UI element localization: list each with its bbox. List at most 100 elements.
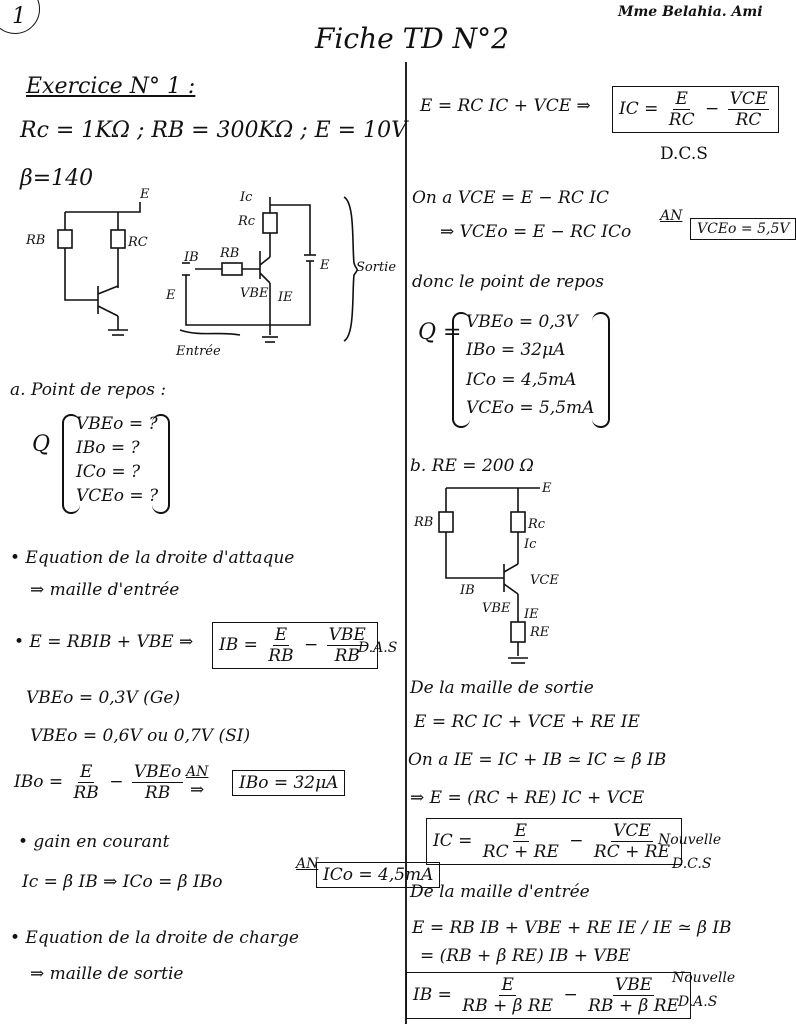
ib2-d1: RB + β RE	[462, 996, 554, 1016]
fig3-rc-label: Rc	[527, 517, 546, 532]
ic2-n2: VCE	[611, 821, 653, 842]
ib2-lhs: IB =	[413, 985, 452, 1005]
ib-d1: RB	[268, 646, 294, 666]
ib2-minus: −	[563, 985, 578, 1005]
fig2-entree-label: Entrée	[175, 344, 221, 359]
section-a-title: a. Point de repos :	[10, 380, 167, 400]
fig2-e-in-label: E	[165, 288, 176, 303]
given-values: Rc = 1KΩ ; RB = 300KΩ ; E = 10V	[20, 118, 407, 143]
vbe-ge: VBEo = 0,3V (Ge)	[26, 688, 181, 708]
q-unknown-vbe: VBEo = ?	[76, 414, 158, 434]
gain-an: AN	[296, 856, 319, 872]
q-brace-right-close	[592, 312, 610, 428]
fig2-ic-label: Ic	[239, 190, 253, 205]
ic2-lhs: IC =	[433, 831, 473, 851]
ib-lhs: IB =	[219, 635, 258, 655]
ib-n2: VBE	[326, 625, 368, 646]
ico-result-box: ICo = 4,5mA	[316, 862, 441, 888]
ic-lhs: IC =	[619, 99, 659, 119]
ibo-arrow: ⇒	[190, 780, 205, 800]
nouvelle-dcs-1: Nouvelle	[658, 832, 722, 848]
fig3-ic-label: Ic	[523, 537, 537, 552]
ic2-n1: E	[512, 821, 530, 842]
fig2-e-out-label: E	[319, 258, 330, 273]
nouvelle-dcs-2: D.C.S	[672, 856, 712, 872]
ib-n1: E	[272, 625, 290, 646]
ic-minus: −	[705, 99, 720, 119]
vce-equation: On a VCE = E − RC IC	[412, 188, 609, 208]
vceo-equation: ⇒ VCEo = E − RC ICo	[440, 222, 632, 242]
input-eq-2: = (RB + β RE) IB + VBE	[420, 946, 631, 966]
ibo-lhs: IBo =	[14, 772, 64, 792]
output-mesh-equation: E = RC IC + VCE ⇒	[420, 96, 591, 116]
output-eq-1: E = RC IC + VCE + RE IE	[414, 712, 640, 732]
output-eq-2: On a IE = IC + IB ≃ IC ≃ β IB	[408, 750, 667, 770]
fig3-re-label: RE	[529, 625, 550, 640]
ibo-d2: RB	[144, 783, 171, 803]
fig3-rb-label: RB	[413, 515, 433, 530]
ic-d1: RC	[668, 110, 695, 130]
fig3-vbe-label: VBE	[482, 601, 511, 616]
fig1-rc-label: RC	[127, 235, 148, 250]
charge-line-title: • Equation de la droite de charge	[10, 928, 299, 948]
charge-line-sub: ⇒ maille de sortie	[30, 964, 184, 984]
page-number-circle	[0, 0, 40, 34]
circuit-diagram-1: RB RC E	[25, 187, 150, 336]
q-value-ic: ICo = 4,5mA	[466, 370, 577, 390]
vceo-result-box: VCEo = 5,5V	[690, 218, 796, 240]
page-title: Fiche TD N°2	[315, 22, 509, 55]
section-b-title: b. RE = 200 Ω	[410, 456, 534, 476]
dcs-label: D.C.S	[660, 144, 708, 164]
vbe-si: VBEo = 0,6V ou 0,7V (SI)	[30, 726, 251, 746]
ic2-d1: RC + RE	[482, 842, 559, 862]
ic2-d2: RC + RE	[593, 842, 670, 862]
fig3-e-label: E	[541, 481, 552, 496]
nouvelle-das-2: D.A.S	[678, 994, 718, 1010]
circuit-diagram-2: Ic Rc IB RB E E VBE IE Sortie Entrée	[165, 190, 396, 359]
nouvelle-das-1: Nouvelle	[672, 970, 736, 986]
ibo-n1: E	[77, 762, 95, 783]
ibo-result-box: IBo = 32μA	[232, 770, 346, 796]
rest-point-title: donc le point de repos	[412, 272, 605, 292]
q-value-ib: IBo = 32μA	[466, 340, 566, 360]
ib2-n2: VBE	[612, 975, 655, 996]
das-label: D.A.S	[358, 640, 398, 656]
q-brace-left-close	[152, 414, 170, 514]
ibo-d1: RB	[73, 783, 99, 803]
q-unknown-ib: IBo = ?	[76, 438, 140, 458]
circuit-diagram-3: E RB Rc Ic IB VCE VBE IE RE	[413, 481, 559, 664]
ib2-n1: E	[499, 975, 516, 996]
gain-equation: Ic = β IB ⇒ ICo = β IBo	[22, 872, 223, 892]
exercise-title: Exercice N° 1 :	[26, 74, 196, 99]
ib-minus: −	[303, 635, 319, 655]
attack-line-title: • Equation de la droite d'attaque	[10, 548, 295, 568]
fig1-rb-label: RB	[25, 233, 45, 248]
ib-d2: RB	[334, 646, 360, 666]
ibo-minus: −	[109, 772, 124, 792]
input-eq-1: E = RB IB + VBE + RE IE / IE ≃ β IB	[412, 918, 732, 938]
q-unknown-ic: ICo = ?	[76, 462, 141, 482]
fig3-ie-label: IE	[523, 607, 539, 622]
ic-n2: VCE	[727, 89, 770, 110]
fig2-rb-label: RB	[219, 246, 239, 261]
column-divider	[405, 62, 407, 1024]
author: Mme Belahia. Ami	[618, 4, 763, 20]
q-value-vce: VCEo = 5,5mA	[466, 398, 595, 418]
q-brace-left-open	[62, 414, 80, 514]
vceo-an: AN	[660, 208, 683, 224]
ic2-minus: −	[569, 831, 584, 851]
fig3-ib-label: IB	[459, 583, 475, 598]
attack-line-sub: ⇒ maille d'entrée	[30, 580, 180, 600]
ic-n1: E	[673, 89, 690, 110]
q-brace-right-open	[452, 312, 470, 428]
ibo-an: AN	[186, 764, 209, 780]
fig2-ie-label: IE	[277, 290, 293, 305]
input-mesh-equation: • E = RBIB + VBE ⇒	[14, 632, 194, 652]
output-mesh-title: De la maille de sortie	[410, 678, 594, 698]
ibo-n2: VBEo	[131, 762, 184, 783]
